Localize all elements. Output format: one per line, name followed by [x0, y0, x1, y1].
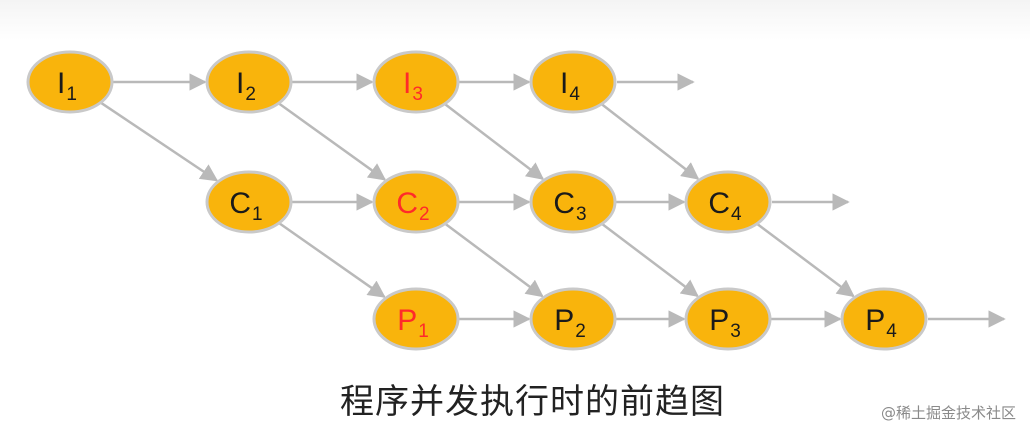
node-ellipse	[529, 170, 617, 234]
edge-I1-C1	[99, 101, 219, 182]
node-label: C2	[396, 187, 429, 225]
node-c4: C4	[684, 170, 772, 234]
node-label: P1	[397, 304, 429, 342]
edge-I4-C4	[600, 103, 700, 180]
node-c2: C2	[372, 170, 460, 234]
node-label: I4	[560, 67, 580, 105]
node-ellipse	[684, 287, 772, 351]
node-ellipse	[205, 170, 293, 234]
node-label: P2	[554, 304, 586, 342]
node-ellipse	[205, 50, 293, 114]
node-p4: P4	[840, 287, 928, 351]
diagram-caption: 程序并发执行时的前趋图	[340, 382, 725, 422]
node-label: I1	[57, 67, 77, 105]
edge-C1-P1	[278, 221, 386, 298]
node-c3: C3	[529, 170, 617, 234]
node-ellipse	[372, 170, 460, 234]
edge-I3-C3	[443, 102, 545, 180]
edge-I2-C2	[277, 102, 387, 181]
node-i1: I1	[26, 50, 114, 114]
node-label: P4	[865, 304, 897, 342]
node-ellipse	[529, 287, 617, 351]
node-i2: I2	[205, 50, 293, 114]
node-p2: P2	[529, 287, 617, 351]
node-p3: P3	[684, 287, 772, 351]
node-label: C4	[708, 187, 742, 225]
node-label: C3	[553, 187, 586, 225]
edge-C4-P4	[756, 222, 855, 298]
node-label: I2	[236, 67, 256, 105]
node-ellipse	[26, 50, 114, 114]
node-ellipse	[684, 170, 772, 234]
node-label: C1	[229, 187, 262, 225]
node-ellipse	[840, 287, 928, 351]
node-ellipse	[529, 50, 617, 114]
node-label: I3	[403, 67, 423, 105]
edge-C3-P3	[601, 222, 699, 298]
node-ellipse	[372, 287, 460, 351]
node-ellipse	[372, 50, 460, 114]
node-p1: P1	[372, 287, 460, 351]
node-i3: I3	[372, 50, 460, 114]
node-i4: I4	[529, 50, 617, 114]
node-c1: C1	[205, 170, 293, 234]
watermark: @稀土掘金技术社区	[880, 404, 1016, 422]
edges-layer	[99, 73, 1006, 328]
edge-C2-P2	[444, 222, 544, 298]
node-label: P3	[709, 304, 741, 342]
